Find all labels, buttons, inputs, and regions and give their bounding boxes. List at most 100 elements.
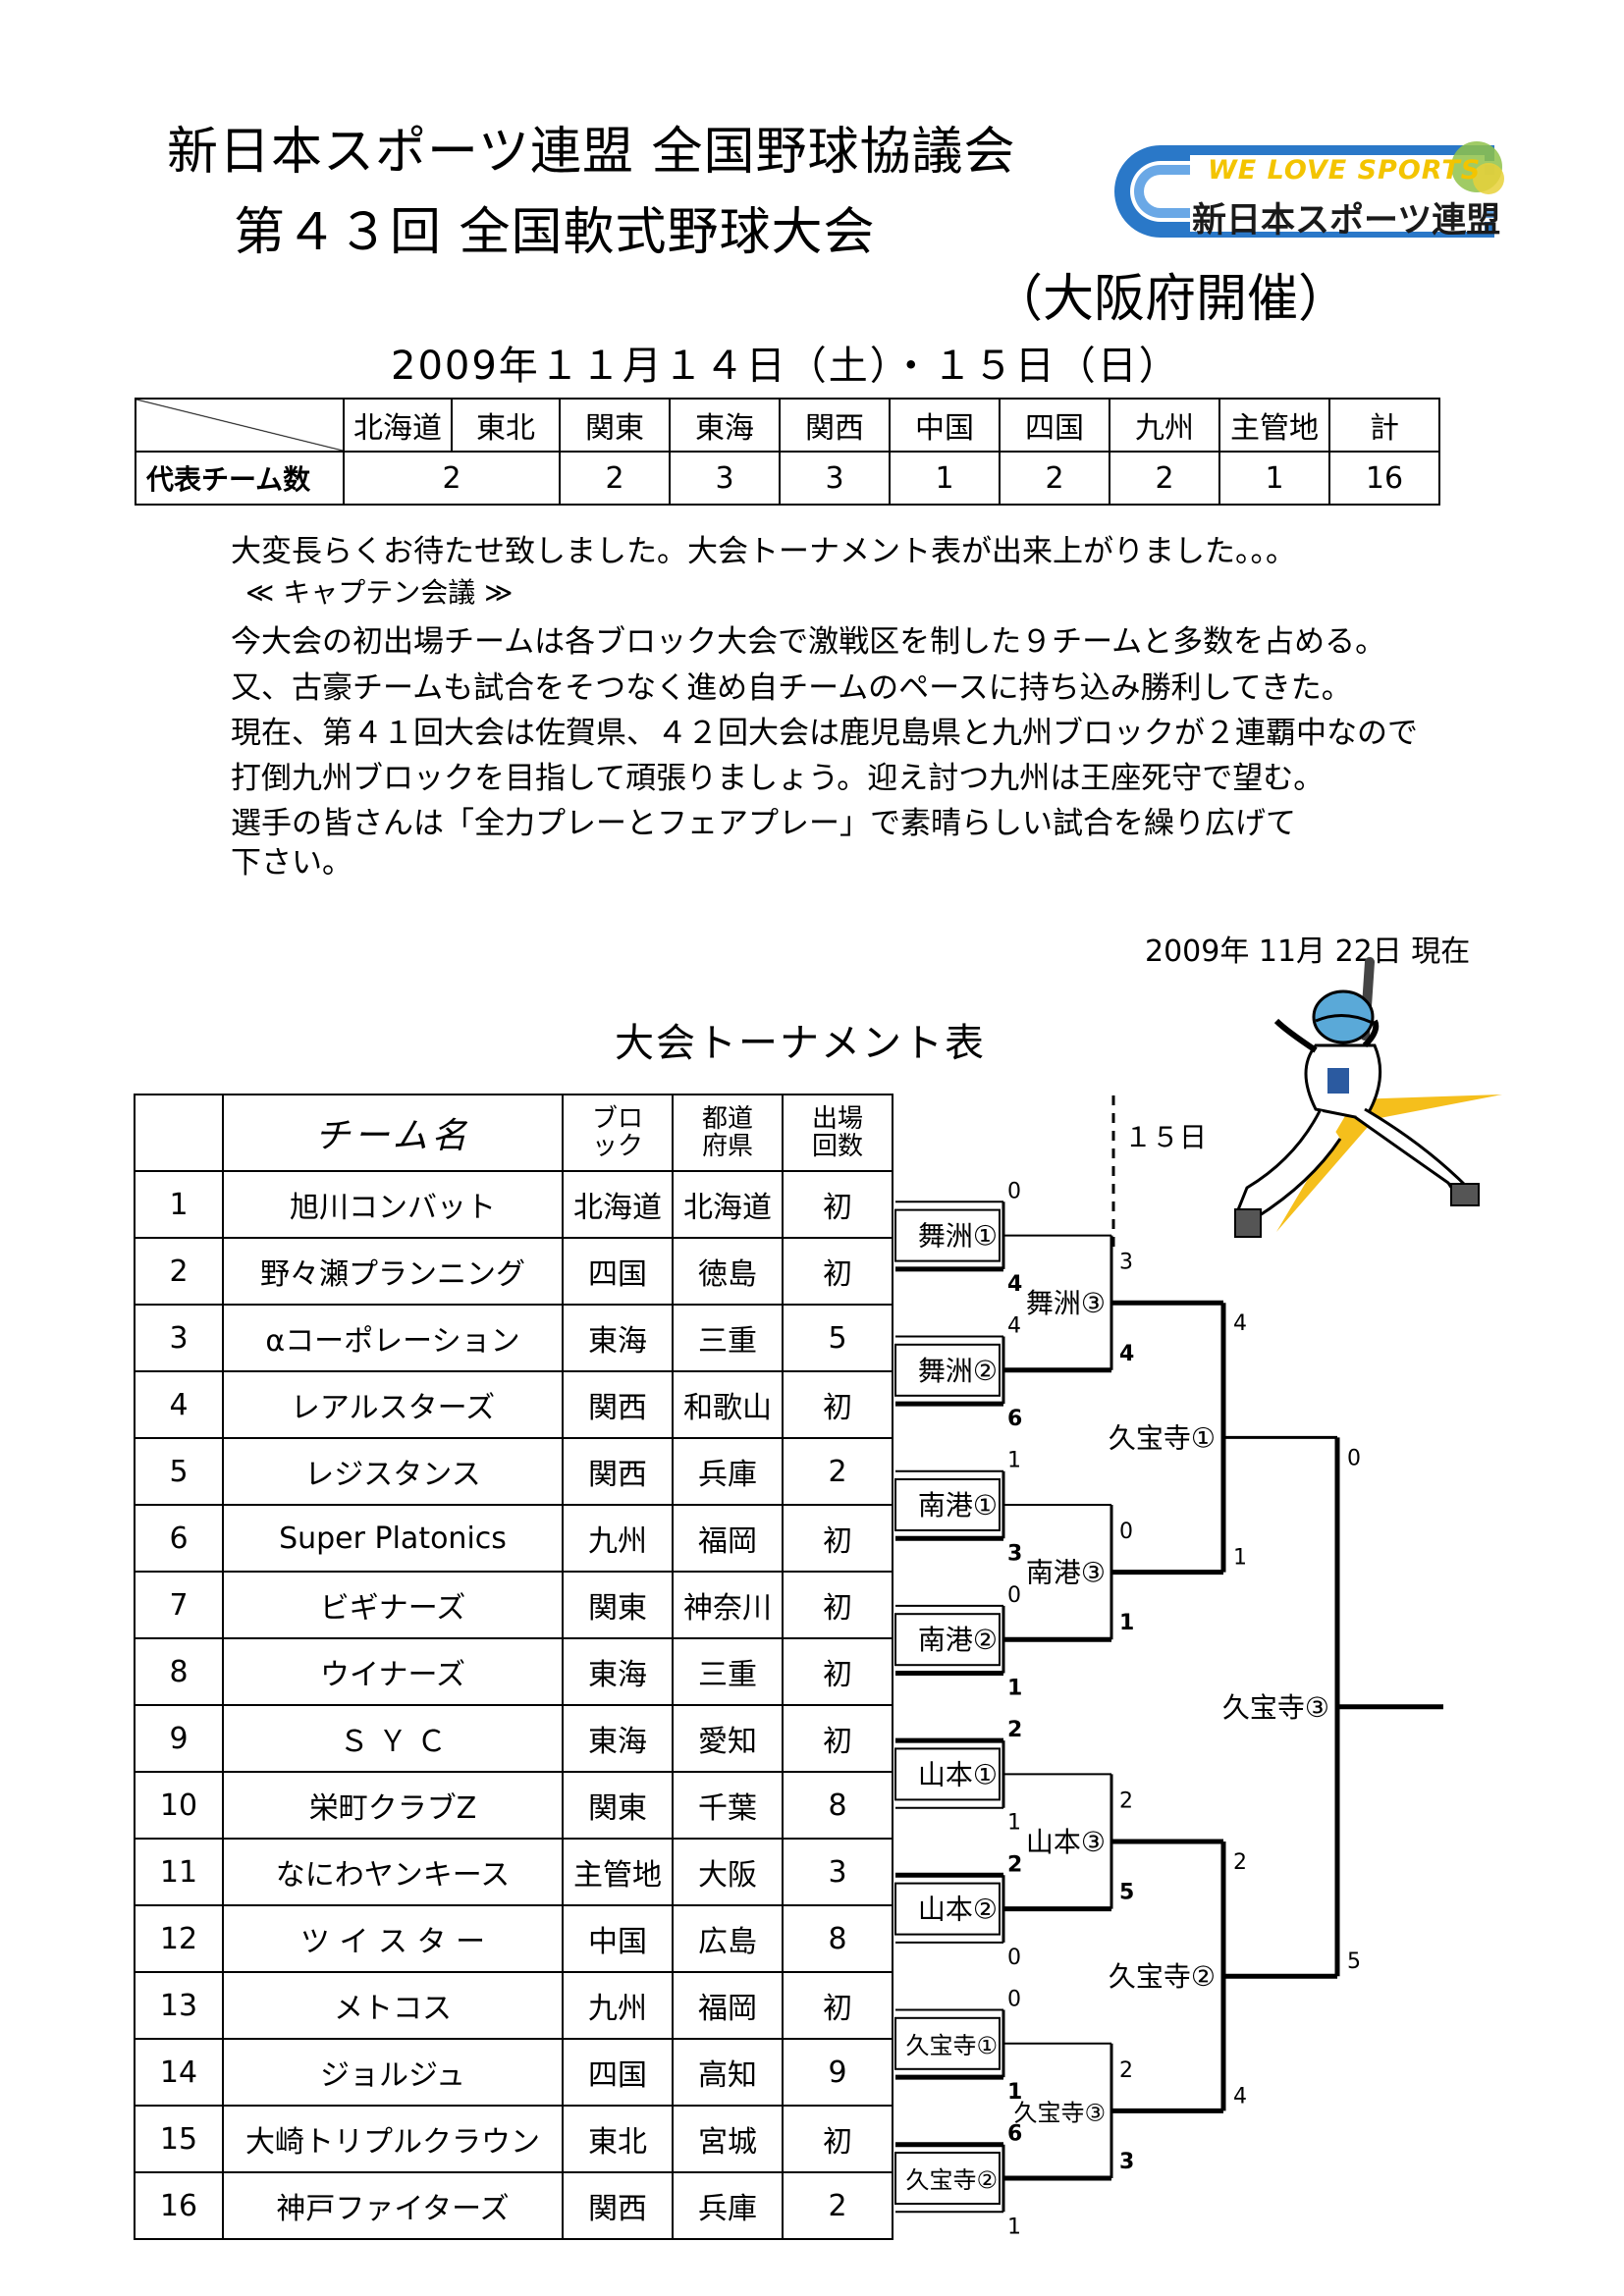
team-prefecture: 兵庫 [672,1437,784,1506]
team-prefecture: 和歌山 [672,1370,784,1439]
header-block-line2: ック [591,1132,643,1161]
r1-label-box [894,1343,1001,1397]
team-prefecture: 北海道 [672,1170,784,1239]
r1-score-bottom: 1 [1007,2080,1022,2105]
message-intro: 大変長らくお待たせ致しました。大会トーナメント表が出来上がりました。。。 [231,534,1296,569]
team-appearances: 初 [782,1971,893,2040]
team-prefecture: 三重 [672,1637,784,1706]
team-prefecture: 高知 [672,2038,784,2107]
r2-score-bottom: 3 [1119,2150,1134,2174]
r2-score-bottom: 5 [1119,1881,1134,1905]
team-appearances: 8 [782,1771,893,1840]
team-prefecture: 徳島 [672,1237,784,1306]
region-shikoku: 四国 [999,398,1110,453]
header-times-line1: 出場 [811,1104,863,1134]
team-block: 関西 [562,1370,674,1439]
team-prefecture: 宮城 [672,2105,784,2173]
team-name: ウイナーズ [222,1637,564,1706]
team-number: 13 [134,1971,224,2040]
team-appearances: 初 [782,1571,893,1639]
final-score-top: 0 [1347,1446,1361,1470]
team-number: 11 [134,1838,224,1906]
team-block: 東海 [562,1637,674,1706]
header-team-text: チーム名 [314,1116,471,1156]
header-team-name: チーム名 [222,1094,564,1172]
team-number: 12 [134,1904,224,1973]
team-number: 3 [134,1304,224,1372]
message-line: 今大会の初出場チームは各ブロック大会で激戦区を制した９チームと多数を占める。 [231,624,1386,660]
count-tokai: 3 [669,451,781,506]
r3-score-top: 4 [1233,1311,1247,1336]
representatives-count-row: 代表チーム数 2 2 3 3 1 2 2 1 16 [135,451,1440,506]
organization-logo [1092,137,1508,245]
team-name: 野々瀬プランニング [222,1237,564,1306]
r1-score-top: 6 [1007,2122,1022,2147]
region-total: 計 [1328,398,1440,453]
header-number [134,1094,224,1172]
r1-match-label: 南港① [918,1489,998,1522]
team-name: 旭川コンバット [222,1170,564,1239]
r1-score-bottom: 1 [1007,2215,1021,2239]
header-block-line1: ブロ [591,1104,643,1134]
team-block: 四国 [562,2038,674,2107]
team-name: 栄町クラブZ [222,1771,564,1840]
team-name: レアルスターズ [222,1370,564,1439]
r3-score-bottom: 1 [1233,1546,1247,1571]
team-prefecture: 福岡 [672,1504,784,1573]
team-block: 東海 [562,1304,674,1372]
team-number: 2 [134,1237,224,1306]
team-block: 中国 [562,1904,674,1973]
team-appearances: 初 [782,1504,893,1573]
r1-score-bottom: 1 [1007,1811,1021,1836]
tournament-dates: 2009年１１月１４日（土）・１５日（日） [391,344,1180,389]
team-block: 主管地 [562,1838,674,1906]
r3-score-top: 2 [1233,1850,1247,1875]
team-prefecture: 千葉 [672,1771,784,1840]
team-appearances: 初 [782,1637,893,1706]
r1-label-box [894,1478,1001,1531]
logo-name: 新日本スポーツ連盟 [1192,201,1501,240]
count-shikoku: 2 [999,451,1110,506]
r1-score-bottom: 0 [1007,1946,1021,1970]
message-line: 又、古豪チームも試合をそつなく進め自チームのペースに持ち込み勝利してきた。 [231,670,1352,706]
team-appearances: 2 [782,2171,893,2240]
team-number: 14 [134,2038,224,2107]
message-line: 打倒九州ブロックを目指して頑張りましょう。迎え討つ九州は王座死守で望む。 [231,761,1325,796]
r1-match-label: 舞洲① [918,1220,998,1253]
r3-score-bottom: 4 [1233,2084,1247,2109]
team-block: 九州 [562,1971,674,2040]
count-total: 16 [1328,451,1440,506]
table-corner [135,398,345,453]
count-chugoku: 1 [889,451,1001,506]
final-match-label: 久宝寺③ [1222,1691,1329,1724]
r1-score-bottom: 3 [1007,1541,1022,1566]
team-number: 10 [134,1771,224,1840]
representatives-table: 北海道 東北 関東 東海 関西 中国 四国 九州 主管地 計 代表チーム数 2 … [135,398,1440,506]
team-appearances: 3 [782,1838,893,1906]
r1-score-top: 0 [1007,1179,1021,1203]
r1-score-top: 0 [1007,1988,1021,2012]
team-name: Super Platonics [222,1504,564,1573]
team-number: 9 [134,1704,224,1773]
r2-match-label: 久宝寺③ [1013,2099,1106,2126]
team-appearances: 5 [782,1304,893,1372]
as-of-date: 2009年 11月 22日 現在 [1145,934,1471,969]
team-number: 5 [134,1437,224,1506]
r1-score-top: 2 [1007,1852,1022,1877]
team-prefecture: 三重 [672,1304,784,1372]
region-chugoku: 中国 [889,398,1001,453]
region-tohoku: 東北 [451,398,561,453]
team-number: 4 [134,1370,224,1439]
r1-match-label: 久宝寺① [905,2032,998,2059]
header-block: ブロック [562,1094,674,1172]
r1-match-label: 山本① [918,1758,998,1790]
r1-score-bottom: 4 [1007,1272,1022,1297]
team-appearances: 初 [782,1704,893,1773]
